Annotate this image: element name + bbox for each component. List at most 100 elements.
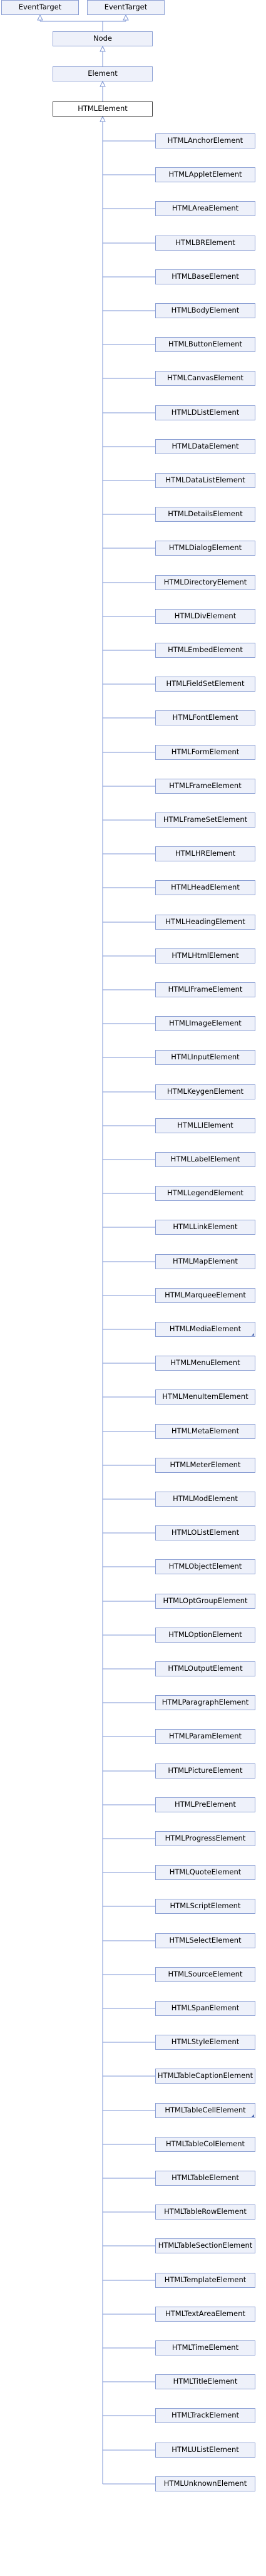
node-child[interactable]: HTMLAppletElement: [155, 167, 255, 182]
node-child[interactable]: HTMLMenuItemElement: [155, 1389, 255, 1405]
node-child[interactable]: HTMLAnchorElement: [155, 133, 255, 148]
node-child[interactable]: HTMLLIElement: [155, 1118, 255, 1133]
node-child[interactable]: HTMLMediaElement: [155, 1322, 255, 1337]
node-event-target-right[interactable]: EventTarget: [87, 0, 165, 15]
node-child[interactable]: HTMLDetailsElement: [155, 507, 255, 522]
node-child[interactable]: HTMLMarqueeElement: [155, 1288, 255, 1303]
node-child[interactable]: HTMLParamElement: [155, 1729, 255, 1744]
node-child[interactable]: HTMLPictureElement: [155, 1763, 255, 1779]
node-child[interactable]: HTMLQuoteElement: [155, 1865, 255, 1880]
node-child[interactable]: HTMLTemplateElement: [155, 2273, 255, 2288]
node-child[interactable]: HTMLMenuElement: [155, 1356, 255, 1371]
node-child[interactable]: HTMLFieldSetElement: [155, 677, 255, 692]
node-child[interactable]: HTMLHeadElement: [155, 880, 255, 895]
node-label: HTMLMapElement: [173, 1257, 238, 1266]
node-child[interactable]: HTMLHeadingElement: [155, 915, 255, 930]
node-child[interactable]: HTMLDirectoryElement: [155, 575, 255, 590]
node-label: HTMLTableElement: [171, 2173, 239, 2183]
node-label: Node: [93, 34, 112, 43]
node-child[interactable]: HTMLIFrameElement: [155, 982, 255, 997]
node-label: HTMLSourceElement: [168, 1970, 243, 1979]
node-child[interactable]: HTMLTableElement: [155, 2171, 255, 2186]
arrow-html-element: [100, 115, 106, 122]
node-child[interactable]: HTMLSourceElement: [155, 1967, 255, 1982]
node-label: HTMLImageElement: [169, 1019, 242, 1028]
node-child[interactable]: HTMLAreaElement: [155, 201, 255, 216]
node-child[interactable]: HTMLOutputElement: [155, 1661, 255, 1676]
node-child[interactable]: HTMLTableColElement: [155, 2137, 255, 2152]
node-child[interactable]: HTMLUListElement: [155, 2443, 255, 2458]
node-child[interactable]: HTMLBaseElement: [155, 269, 255, 284]
arrow-element: [100, 80, 106, 87]
node-child[interactable]: HTMLOListElement: [155, 1525, 255, 1540]
node-label: HTMLAnchorElement: [167, 136, 243, 145]
node-child[interactable]: HTMLKeygenElement: [155, 1084, 255, 1099]
node-label: HTMLStyleElement: [171, 2037, 240, 2047]
node-child[interactable]: HTMLStyleElement: [155, 2035, 255, 2050]
node-child[interactable]: HTMLMeterElement: [155, 1458, 255, 1473]
node-child[interactable]: HTMLInputElement: [155, 1050, 255, 1065]
node-child[interactable]: HTMLLinkElement: [155, 1220, 255, 1235]
node-label: HTMLPictureElement: [168, 1766, 243, 1775]
node-label: HTMLMetaElement: [171, 1426, 240, 1436]
node-child[interactable]: HTMLTableCellElement: [155, 2103, 255, 2118]
node-child[interactable]: HTMLPreElement: [155, 1797, 255, 1812]
node-element[interactable]: Element: [53, 66, 153, 81]
node-child[interactable]: HTMLUnknownElement: [155, 2476, 255, 2491]
node-child[interactable]: HTMLScriptElement: [155, 1899, 255, 1914]
node-child[interactable]: HTMLModElement: [155, 1492, 255, 1507]
node-child[interactable]: HTMLLabelElement: [155, 1152, 255, 1167]
node-event-target-left[interactable]: EventTarget: [1, 0, 79, 15]
node-label: HTMLDetailsElement: [168, 509, 243, 519]
node-label: HTMLIFrameElement: [168, 985, 243, 994]
node-child[interactable]: HTMLTextAreaElement: [155, 2307, 255, 2322]
node-child[interactable]: HTMLTrackElement: [155, 2408, 255, 2423]
node-label: HTMLTextAreaElement: [165, 2309, 245, 2319]
node-label: HTMLHRElement: [175, 849, 236, 858]
node-child[interactable]: HTMLSelectElement: [155, 1933, 255, 1948]
node-child[interactable]: HTMLCanvasElement: [155, 371, 255, 386]
arrow-event-target-left: [37, 14, 43, 21]
node-label: HTMLUnknownElement: [163, 2479, 247, 2488]
node-child[interactable]: HTMLEmbedElement: [155, 643, 255, 658]
node-child[interactable]: HTMLMetaElement: [155, 1424, 255, 1439]
node-child[interactable]: HTMLButtonElement: [155, 337, 255, 352]
node-child[interactable]: HTMLBodyElement: [155, 303, 255, 318]
node-child[interactable]: HTMLDialogElement: [155, 541, 255, 556]
node-child[interactable]: HTMLFrameSetElement: [155, 813, 255, 828]
node-node[interactable]: Node: [53, 31, 153, 46]
node-child[interactable]: HTMLOptionElement: [155, 1628, 255, 1643]
node-child[interactable]: HTMLParagraphElement: [155, 1695, 255, 1710]
node-child[interactable]: HTMLHtmlElement: [155, 948, 255, 963]
node-child[interactable]: HTMLTableCaptionElement: [155, 2069, 255, 2084]
node-child[interactable]: HTMLDataListElement: [155, 473, 255, 488]
node-child[interactable]: HTMLTableSectionElement: [155, 2238, 255, 2253]
node-child[interactable]: HTMLFrameElement: [155, 779, 255, 794]
node-child[interactable]: HTMLMapElement: [155, 1254, 255, 1269]
node-label: HTMLTableRowElement: [164, 2207, 247, 2216]
node-label: HTMLLinkElement: [173, 1222, 238, 1232]
node-child[interactable]: HTMLOptGroupElement: [155, 1594, 255, 1609]
node-child[interactable]: HTMLDataElement: [155, 439, 255, 454]
node-child[interactable]: HTMLFormElement: [155, 745, 255, 760]
node-child[interactable]: HTMLSpanElement: [155, 2001, 255, 2016]
node-child[interactable]: HTMLFontElement: [155, 710, 255, 725]
truncated-marker-icon: [252, 2114, 254, 2117]
node-child[interactable]: HTMLTitleElement: [155, 2374, 255, 2389]
node-child[interactable]: HTMLHRElement: [155, 846, 255, 861]
node-child[interactable]: HTMLDivElement: [155, 609, 255, 624]
node-child[interactable]: HTMLProgressElement: [155, 1831, 255, 1846]
node-child[interactable]: HTMLTableRowElement: [155, 2205, 255, 2220]
node-child[interactable]: HTMLTimeElement: [155, 2340, 255, 2355]
node-child[interactable]: HTMLObjectElement: [155, 1559, 255, 1574]
node-label: HTMLFrameElement: [169, 781, 242, 791]
node-label: HTMLTrackElement: [171, 2411, 240, 2420]
node-child[interactable]: HTMLLegendElement: [155, 1186, 255, 1201]
node-child[interactable]: HTMLDListElement: [155, 405, 255, 420]
node-child[interactable]: HTMLImageElement: [155, 1016, 255, 1031]
node-label: HTMLDataElement: [171, 442, 239, 451]
node-child[interactable]: HTMLBRElement: [155, 236, 255, 251]
node-label: HTMLOListElement: [171, 1528, 240, 1537]
node-label: HTMLMeterElement: [170, 1460, 241, 1470]
